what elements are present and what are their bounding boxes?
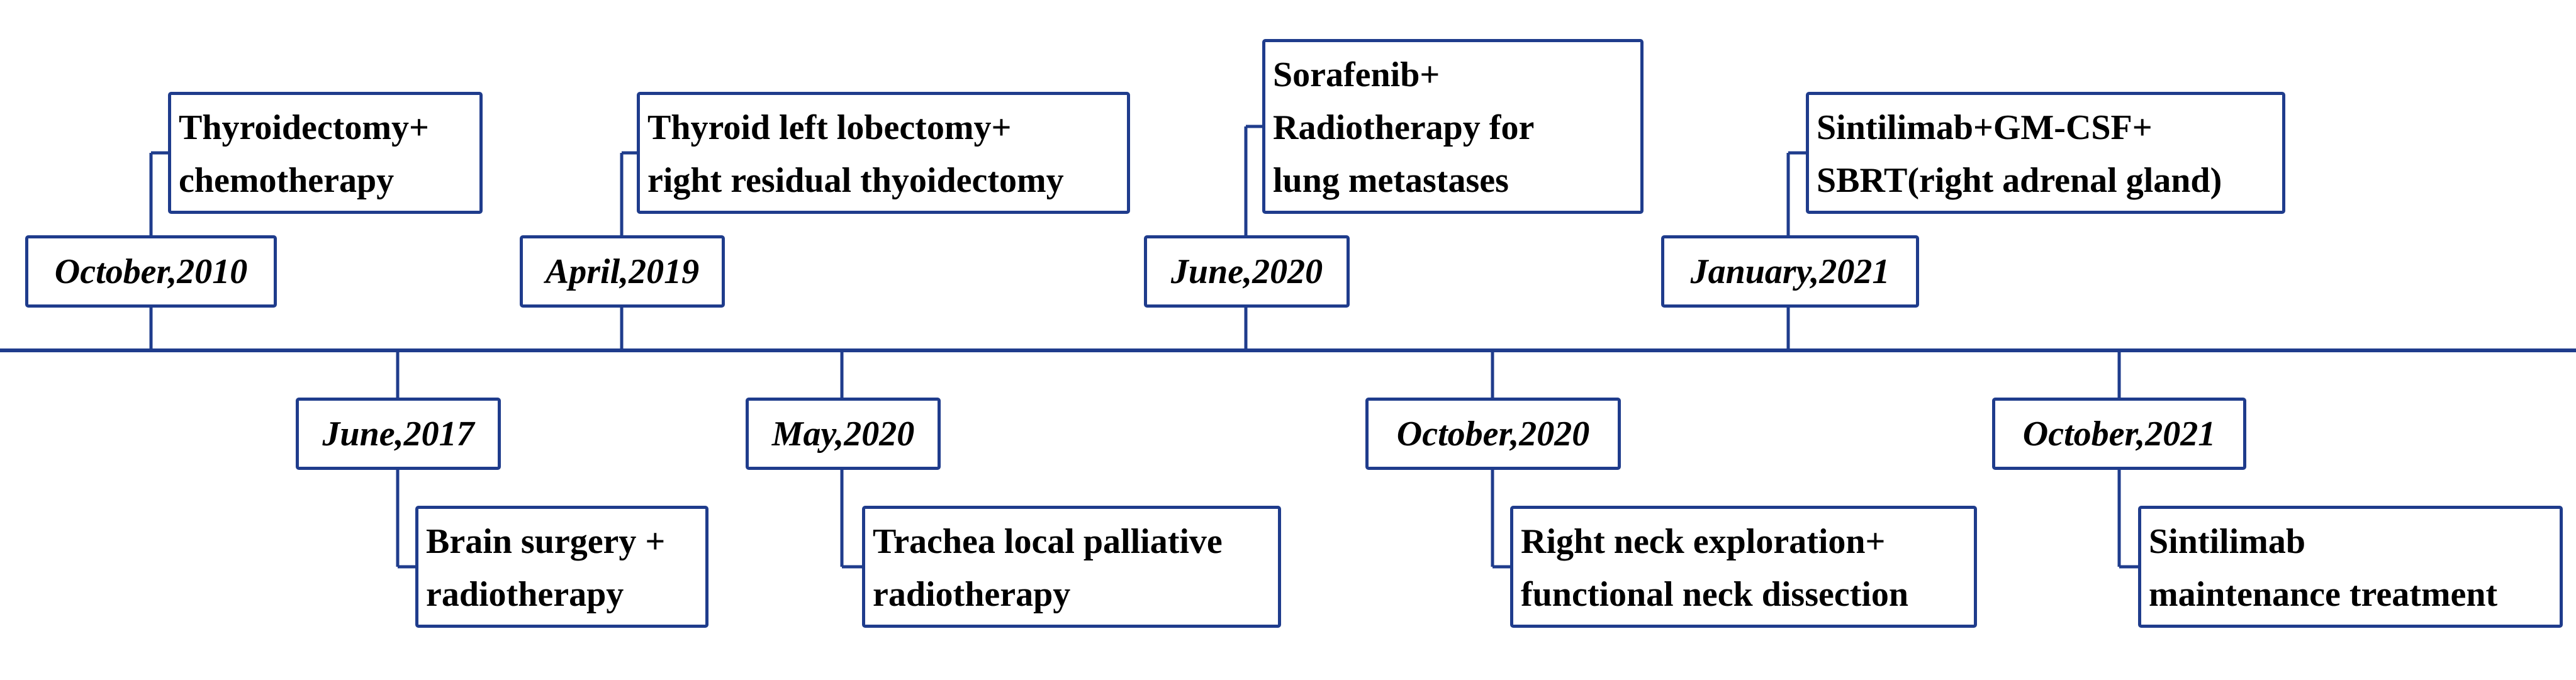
milestone-event-box: Trachea local palliative radiotherapy <box>862 506 1281 628</box>
milestone-event-box: Sintilimab+GM-CSF+ SBRT(right adrenal gla… <box>1806 92 2285 214</box>
event-text-line: radiotherapy <box>426 575 624 614</box>
event-text-line: Brain surgery + <box>426 522 666 561</box>
event-text-line: Trachea local palliative <box>873 522 1223 561</box>
event-text-line: radiotherapy <box>873 575 1071 614</box>
event-text-line: Thyroidectomy+ <box>179 108 429 147</box>
milestone-date-box: January,2021 <box>1661 235 1919 308</box>
milestone-date-box: May,2020 <box>746 398 941 470</box>
event-text-line: lung metastases <box>1273 161 1509 200</box>
milestone-event-box: Sorafenib+ Radiotherapy for lung metastase… <box>1262 39 1644 214</box>
milestone-date-box: June,2020 <box>1144 235 1350 308</box>
event-text-line: Right neck exploration+ <box>1521 522 1886 561</box>
event-text-line: functional neck dissection <box>1521 575 1909 614</box>
milestone-date-box: June,2017 <box>296 398 501 470</box>
event-text-line: Radiotherapy for <box>1273 108 1535 147</box>
milestone-event-box: Sintilimab maintenance treatment <box>2138 506 2563 628</box>
milestone-event-box: Thyroidectomy+ chemotherapy <box>168 92 483 214</box>
event-text-line: Thyroid left lobectomy+ <box>647 108 1012 147</box>
milestone-date-box: April,2019 <box>520 235 725 308</box>
milestone-event-box: Thyroid left lobectomy+ right residual th… <box>637 92 1130 214</box>
event-text-line: maintenance treatment <box>2149 575 2498 614</box>
milestone-event-box: Right neck exploration+ functional neck d… <box>1510 506 1977 628</box>
event-text-line: SBRT(right adrenal gland) <box>1817 161 2222 200</box>
event-text-line: right residual thyoidectomy <box>647 161 1064 200</box>
event-text-line: Sintilimab+GM-CSF+ <box>1817 108 2153 147</box>
event-text-line: Sorafenib+ <box>1273 55 1440 94</box>
milestone-event-box: Brain surgery + radiotherapy <box>415 506 708 628</box>
event-text-line: Sintilimab <box>2149 522 2305 561</box>
milestone-date-box: October,2021 <box>1992 398 2246 470</box>
milestone-date-box: October,2020 <box>1365 398 1621 470</box>
milestone-date-box: October,2010 <box>25 235 277 308</box>
event-text-line: chemotherapy <box>179 161 395 200</box>
